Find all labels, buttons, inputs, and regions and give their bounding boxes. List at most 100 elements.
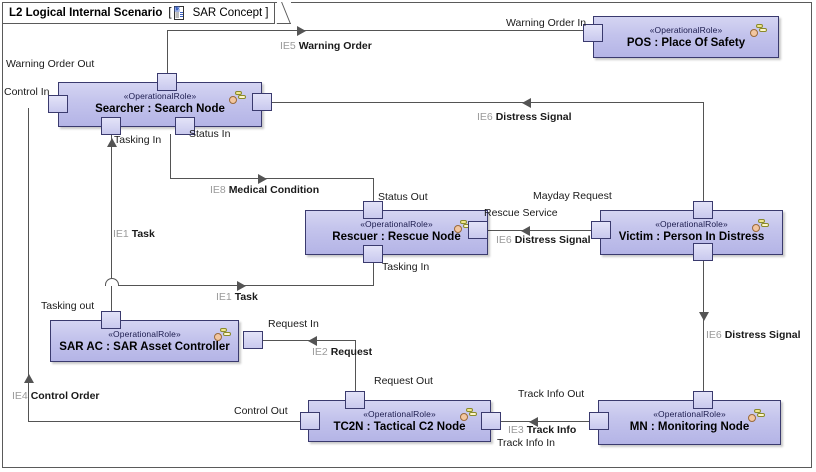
node-victim[interactable]: «OperationalRole» Victim : Person In Dis… bbox=[600, 210, 783, 255]
diagram-name: SAR Concept bbox=[192, 7, 263, 19]
operational-role-icon bbox=[229, 91, 247, 107]
port-label-control-out: Control Out bbox=[234, 405, 288, 417]
operational-role-icon bbox=[748, 409, 766, 425]
port-searcher-right[interactable] bbox=[252, 93, 272, 111]
port-label-track-info-out: Track Info Out bbox=[518, 388, 585, 400]
connector-ie2-arrow bbox=[308, 335, 317, 346]
port-tasking-in-searcher[interactable] bbox=[101, 117, 121, 135]
port-victim-top[interactable] bbox=[693, 201, 713, 219]
node-rescuer[interactable]: «OperationalRole» Rescuer : Rescue Node bbox=[305, 210, 488, 255]
node-sarac[interactable]: «OperationalRole» SAR AC : SAR Asset Con… bbox=[50, 320, 239, 362]
connector-label-ie2: IE2 Request bbox=[312, 346, 373, 358]
connector-ie6b-seg-h bbox=[478, 230, 603, 232]
connector-label-ie3: IE3 Track Info bbox=[508, 424, 577, 436]
connector-ie3-arrow bbox=[529, 416, 538, 427]
port-status-out[interactable] bbox=[363, 201, 383, 219]
connector-label-ie1a: IE1 Task bbox=[113, 228, 155, 240]
connector-label-ie5: IE5 Warning Order bbox=[280, 40, 372, 52]
port-label-request-out: Request Out bbox=[374, 375, 433, 387]
port-track-info-in[interactable] bbox=[481, 412, 501, 430]
port-label-status-out: Status Out bbox=[378, 191, 428, 203]
connector-ie2-seg-v bbox=[355, 340, 357, 402]
operational-role-icon bbox=[214, 328, 232, 344]
port-request-in[interactable] bbox=[243, 331, 263, 349]
port-request-out[interactable] bbox=[345, 391, 365, 409]
node-rescuer-stereotype: «OperationalRole» bbox=[360, 219, 433, 229]
connector-ie6c-seg-v bbox=[703, 252, 705, 400]
node-sarac-title: SAR AC : SAR Asset Controller bbox=[59, 341, 230, 353]
connector-ie5-seg-h bbox=[167, 30, 585, 32]
port-warning-order-in[interactable] bbox=[583, 24, 603, 42]
connector-ie4-seg-v bbox=[28, 108, 30, 422]
connector-ie8-seg-v1 bbox=[170, 134, 172, 179]
node-tc2n-title: TC2N : Tactical C2 Node bbox=[333, 421, 466, 433]
connector-label-ie8: IE8 Medical Condition bbox=[210, 184, 320, 196]
port-control-in[interactable] bbox=[48, 95, 68, 113]
connector-ie6c-arrow bbox=[699, 312, 709, 321]
frame-tab-corner bbox=[277, 2, 291, 24]
operational-role-icon bbox=[460, 408, 478, 424]
port-victim-bottom[interactable] bbox=[693, 243, 713, 261]
document-icon: L2 bbox=[173, 6, 187, 20]
node-mn[interactable]: «OperationalRole» MN : Monitoring Node bbox=[598, 400, 781, 445]
port-mn-top[interactable] bbox=[693, 391, 713, 409]
node-victim-title: Victim : Person In Distress bbox=[618, 231, 765, 243]
port-label-rescue-service: Rescue Service bbox=[484, 207, 558, 219]
port-label-track-info-in: Track Info In bbox=[497, 437, 555, 449]
connector-ie8-seg-v2 bbox=[373, 178, 375, 210]
connector-label-ie6a: IE6 Distress Signal bbox=[477, 111, 572, 123]
bracket-close: ] bbox=[265, 7, 269, 19]
node-searcher-stereotype: «OperationalRole» bbox=[123, 91, 197, 101]
connector-ie1a-seg-v bbox=[111, 134, 113, 306]
node-sarac-stereotype: «OperationalRole» bbox=[108, 329, 181, 339]
port-tasking-out[interactable] bbox=[101, 311, 121, 329]
svg-text:L2: L2 bbox=[175, 7, 180, 12]
connector-ie5-seg-v bbox=[167, 30, 169, 82]
node-pos-title: POS : Place Of Safety bbox=[626, 37, 746, 49]
connector-label-ie6c: IE6 Distress Signal bbox=[706, 329, 801, 341]
connector-label-ie1b: IE1 Task bbox=[216, 291, 258, 303]
connector-ie8-arrow bbox=[258, 173, 267, 184]
connector-ie6a-arrow bbox=[522, 97, 531, 108]
connector-ie1b-seg-v2 bbox=[373, 258, 375, 286]
connector-ie6a-seg-h bbox=[272, 102, 704, 104]
connector-ie4-arrow bbox=[24, 374, 34, 383]
port-mayday-request[interactable] bbox=[591, 221, 611, 239]
port-label-mayday-request: Mayday Request bbox=[533, 190, 612, 202]
node-tc2n-stereotype: «OperationalRole» bbox=[363, 409, 436, 419]
port-control-out[interactable] bbox=[300, 412, 320, 430]
port-warning-order-out[interactable] bbox=[157, 73, 177, 91]
node-searcher-title: Searcher : Search Node bbox=[95, 103, 225, 115]
port-label-tasking-in-searcher: Tasking In bbox=[114, 134, 162, 146]
connector-ie5-arrow bbox=[297, 25, 306, 36]
connector-label-ie4: IE4 Control Order bbox=[12, 390, 100, 402]
connector-label-ie6b: IE6 Distress Signal bbox=[496, 234, 591, 246]
port-label-warning-order-in: Warning Order In bbox=[506, 17, 587, 29]
connector-ie1a-arrow bbox=[107, 138, 117, 147]
connector-ie4-seg-h bbox=[28, 421, 310, 423]
bracket-open: [ bbox=[168, 7, 172, 19]
port-status-in[interactable] bbox=[175, 117, 195, 135]
diagram-frame-tab: L2 Logical Internal Scenario [ L2 SAR Co… bbox=[2, 2, 276, 24]
port-label-tasking-out: Tasking out bbox=[41, 300, 95, 312]
operational-role-icon bbox=[752, 219, 770, 235]
node-pos[interactable]: «OperationalRole» POS : Place Of Safety bbox=[593, 16, 779, 58]
node-mn-title: MN : Monitoring Node bbox=[629, 421, 750, 433]
port-track-info-out[interactable] bbox=[589, 412, 609, 430]
diagram-title: L2 Logical Internal Scenario bbox=[9, 7, 163, 19]
connector-ie1b-seg-v1 bbox=[111, 285, 113, 320]
connector-ie1b-arrow bbox=[237, 280, 246, 291]
connector-ie6b-arrow bbox=[521, 225, 530, 236]
port-tasking-in-rescuer[interactable] bbox=[363, 245, 383, 263]
connector-ie3-seg-h bbox=[490, 421, 604, 423]
node-mn-stereotype: «OperationalRole» bbox=[653, 409, 726, 419]
connector-ie8-seg-h bbox=[170, 178, 374, 180]
operational-role-icon bbox=[454, 220, 472, 236]
port-rescue-service[interactable] bbox=[468, 221, 488, 239]
connector-ie6a-seg-v bbox=[703, 102, 705, 210]
node-tc2n[interactable]: «OperationalRole» TC2N : Tactical C2 Nod… bbox=[308, 400, 491, 442]
operational-role-icon bbox=[750, 24, 768, 40]
port-label-warning-order-out: Warning Order Out bbox=[6, 58, 95, 70]
node-victim-stereotype: «OperationalRole» bbox=[655, 219, 728, 229]
